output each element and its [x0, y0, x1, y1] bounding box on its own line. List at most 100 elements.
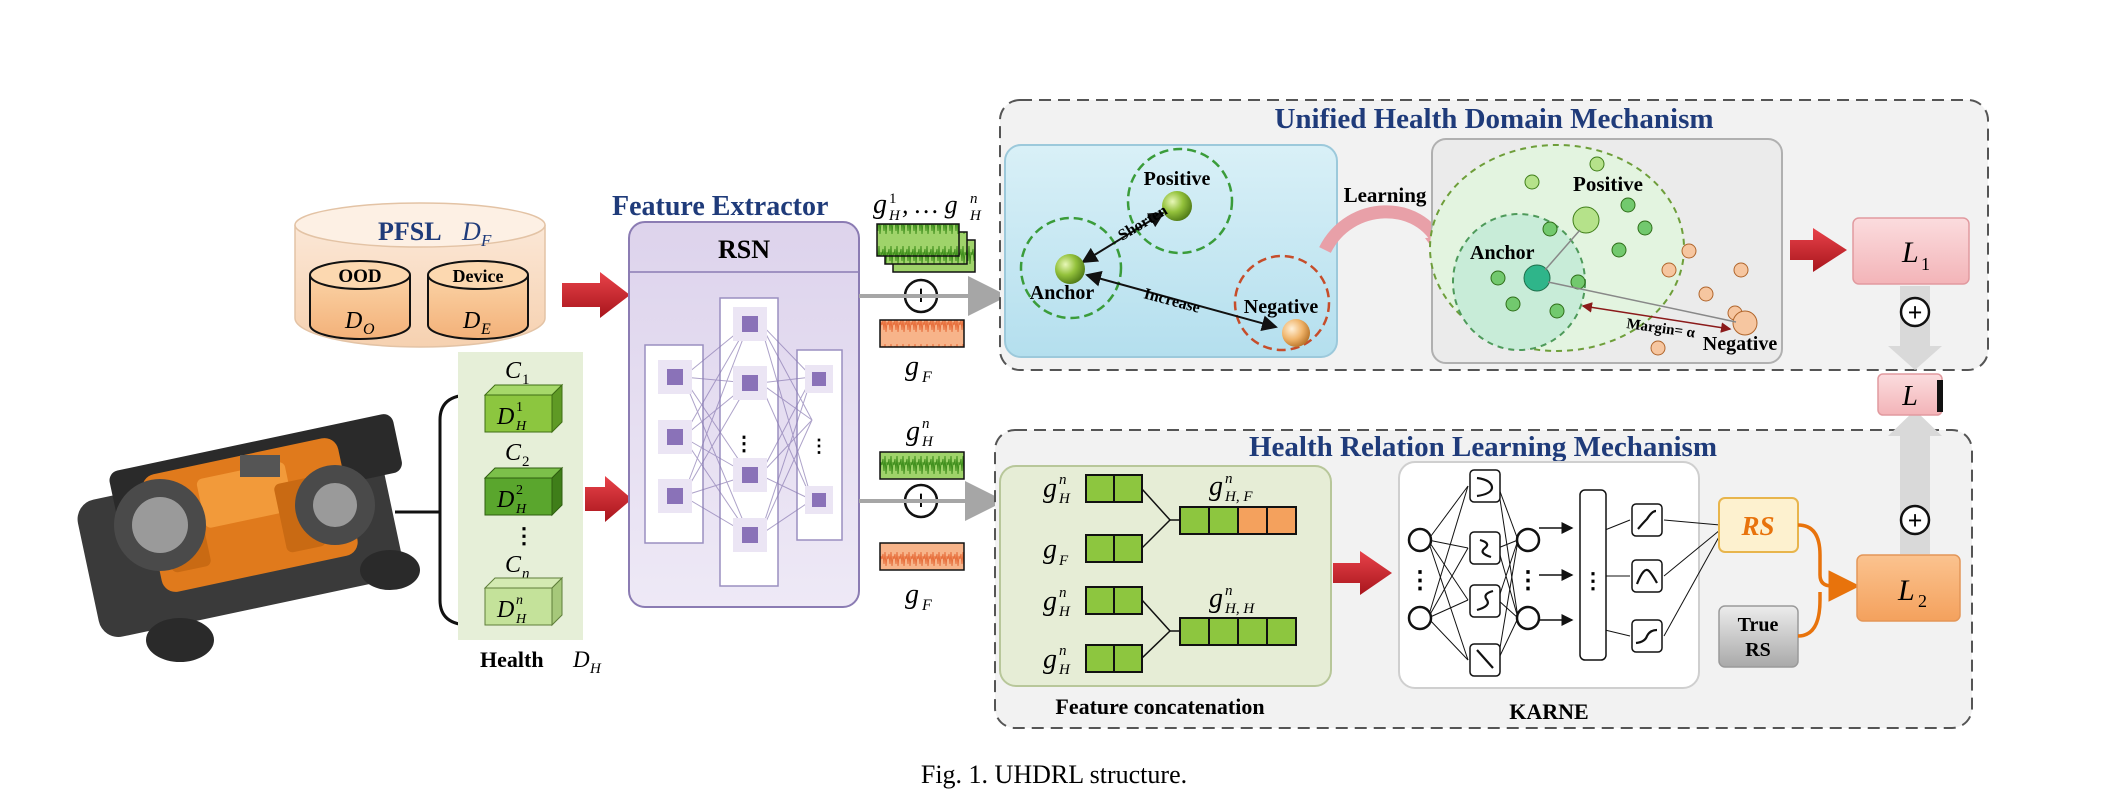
health-label: Health [480, 647, 544, 672]
concat-g-hn-3-sup: n [1059, 643, 1067, 659]
g-hn-bottom: g [906, 416, 920, 447]
loss-l2-sub: 2 [1918, 591, 1927, 611]
ood-symbol: D [344, 308, 362, 334]
concat-label: Feature concatenation [1055, 694, 1264, 719]
rsn-ellipsis-right: ⋮ [810, 436, 828, 456]
embedding-positive-label: Positive [1573, 172, 1643, 196]
g-h-list-supn: n [970, 191, 978, 207]
top-features: g 1 H , … g n H + g F [873, 189, 982, 386]
g-hf-sup: n [1225, 471, 1233, 487]
health-dataset: C 1 D 1 H C 2 D 2 H ⋮ C n D n H Health D… [458, 352, 602, 677]
karne-label: KARNE [1509, 699, 1588, 724]
g-h-list-sup1: 1 [889, 191, 897, 207]
arrow-health-to-rsn [585, 476, 632, 522]
karne-nodes [1407, 527, 1541, 631]
concat-g-hn-1: g [1043, 473, 1057, 504]
bogie-image [77, 414, 420, 662]
health-cube-n-sup: n [516, 593, 523, 608]
negative-ball [1282, 319, 1310, 347]
ood-dataset: OOD D O [309, 260, 411, 340]
feature-extractor-title: Feature Extractor [612, 191, 828, 222]
arrow-pfsl-to-rsn [562, 272, 630, 318]
loss-total: L [1901, 381, 1918, 412]
health-cube-1-symbol: D [496, 404, 514, 430]
health-cube-2-sub: H [515, 502, 527, 517]
concat-g-hn-2-sup: n [1059, 585, 1067, 601]
ood-label: OOD [338, 266, 381, 287]
pfsl-subscript: F [480, 231, 492, 250]
concat-g-hn-3: g [1043, 644, 1057, 675]
rsn-label: RSN [718, 235, 770, 264]
concat-g-hn-1-sub: H [1058, 491, 1071, 507]
bottom-features: g n H + g F [879, 416, 965, 614]
health-cube-1-sub: H [515, 419, 527, 434]
karne-ellipsis-1: ⋮ [1408, 568, 1432, 594]
embedded-positive [1572, 206, 1600, 234]
plus-l1-text: + [1908, 298, 1923, 327]
learning-label: Learning [1344, 183, 1427, 207]
health-cube-1-sup: 1 [516, 400, 523, 415]
g-h-list-1: g [873, 189, 887, 220]
health-brace [438, 393, 471, 627]
concat-g-f-sub: F [1058, 553, 1069, 569]
class-2-sub: 2 [522, 454, 530, 470]
g-hn-signal [879, 451, 965, 480]
loss-aggregation: + + L [1877, 286, 1943, 554]
uhdm-title: Unified Health Domain Mechanism [1274, 103, 1713, 135]
g-f-bottom-sub: F [921, 597, 932, 614]
g-hh-sub: H, H [1224, 601, 1255, 617]
rsn-connections [682, 322, 813, 536]
class-n-label: C [505, 552, 522, 578]
g-h-list-sub1: H [888, 208, 901, 224]
rs-to-l2-arrow [1797, 523, 1860, 602]
concat-g-hn-1-sup: n [1059, 472, 1067, 488]
health-cube-1 [484, 394, 553, 433]
g-hh: g [1209, 583, 1223, 614]
concat-g-hn-2-sub: H [1058, 604, 1071, 620]
g-h-signal-stack [876, 223, 960, 257]
loss-l1: L [1901, 236, 1919, 269]
health-cube-n-sub: H [515, 612, 527, 627]
g-hn-bottom-sup: n [922, 416, 930, 432]
health-subscript: H [589, 661, 602, 677]
class-2-label: C [505, 440, 522, 466]
concat-g-hn-2: g [1043, 586, 1057, 617]
class-1-sub: 1 [522, 372, 530, 388]
device-dataset: Device D E [427, 260, 529, 340]
health-cube-2-symbol: D [496, 487, 514, 513]
loss-l1-sub: 1 [1921, 254, 1930, 274]
g-f-top: g [905, 351, 919, 382]
concat-g-hn-3-sub: H [1058, 662, 1071, 678]
loss-l2-box [1856, 554, 1961, 622]
embedding-anchor-label: Anchor [1470, 242, 1535, 264]
embedded-anchor [1523, 264, 1551, 292]
g-h-list-dots: , … g [902, 190, 958, 219]
g-hf-sub: H, F [1224, 489, 1253, 505]
true-rs-to-l2-arrow [1797, 592, 1822, 638]
positive-ball [1162, 191, 1192, 221]
rsn-nodes [658, 307, 833, 552]
arrow-to-karne [1333, 551, 1392, 595]
triplet-anchor-label: Anchor [1030, 282, 1095, 304]
g-hh-sup: n [1225, 583, 1233, 599]
g-f-top-sub: F [921, 369, 932, 386]
loss-l2: L [1897, 574, 1915, 607]
karne-layer-bar [1579, 489, 1607, 661]
pfsl-dataset: PFSL D F OOD D O Device D E [294, 202, 546, 348]
pfsl-title: PFSL [378, 217, 442, 246]
embedded-negative [1732, 310, 1758, 336]
plus-l2-text: + [1908, 506, 1923, 535]
karne-ellipsis-3: ⋮ [1582, 568, 1604, 593]
arrow-to-l1 [1790, 228, 1847, 272]
ood-subscript: O [363, 321, 375, 338]
class-1-label: C [505, 358, 522, 384]
karne-output-boxes [1631, 503, 1663, 653]
concat-g-f: g [1043, 534, 1057, 565]
embedding-points [1490, 156, 1758, 356]
uhdm-panel: Unified Health Domain Mechanism Positive… [999, 99, 1989, 371]
rsn-ellipsis-mid: ⋮ [734, 433, 754, 455]
g-hf: g [1209, 471, 1223, 502]
health-symbol: D [572, 647, 590, 672]
triplet-negative-label: Negative [1244, 296, 1319, 318]
